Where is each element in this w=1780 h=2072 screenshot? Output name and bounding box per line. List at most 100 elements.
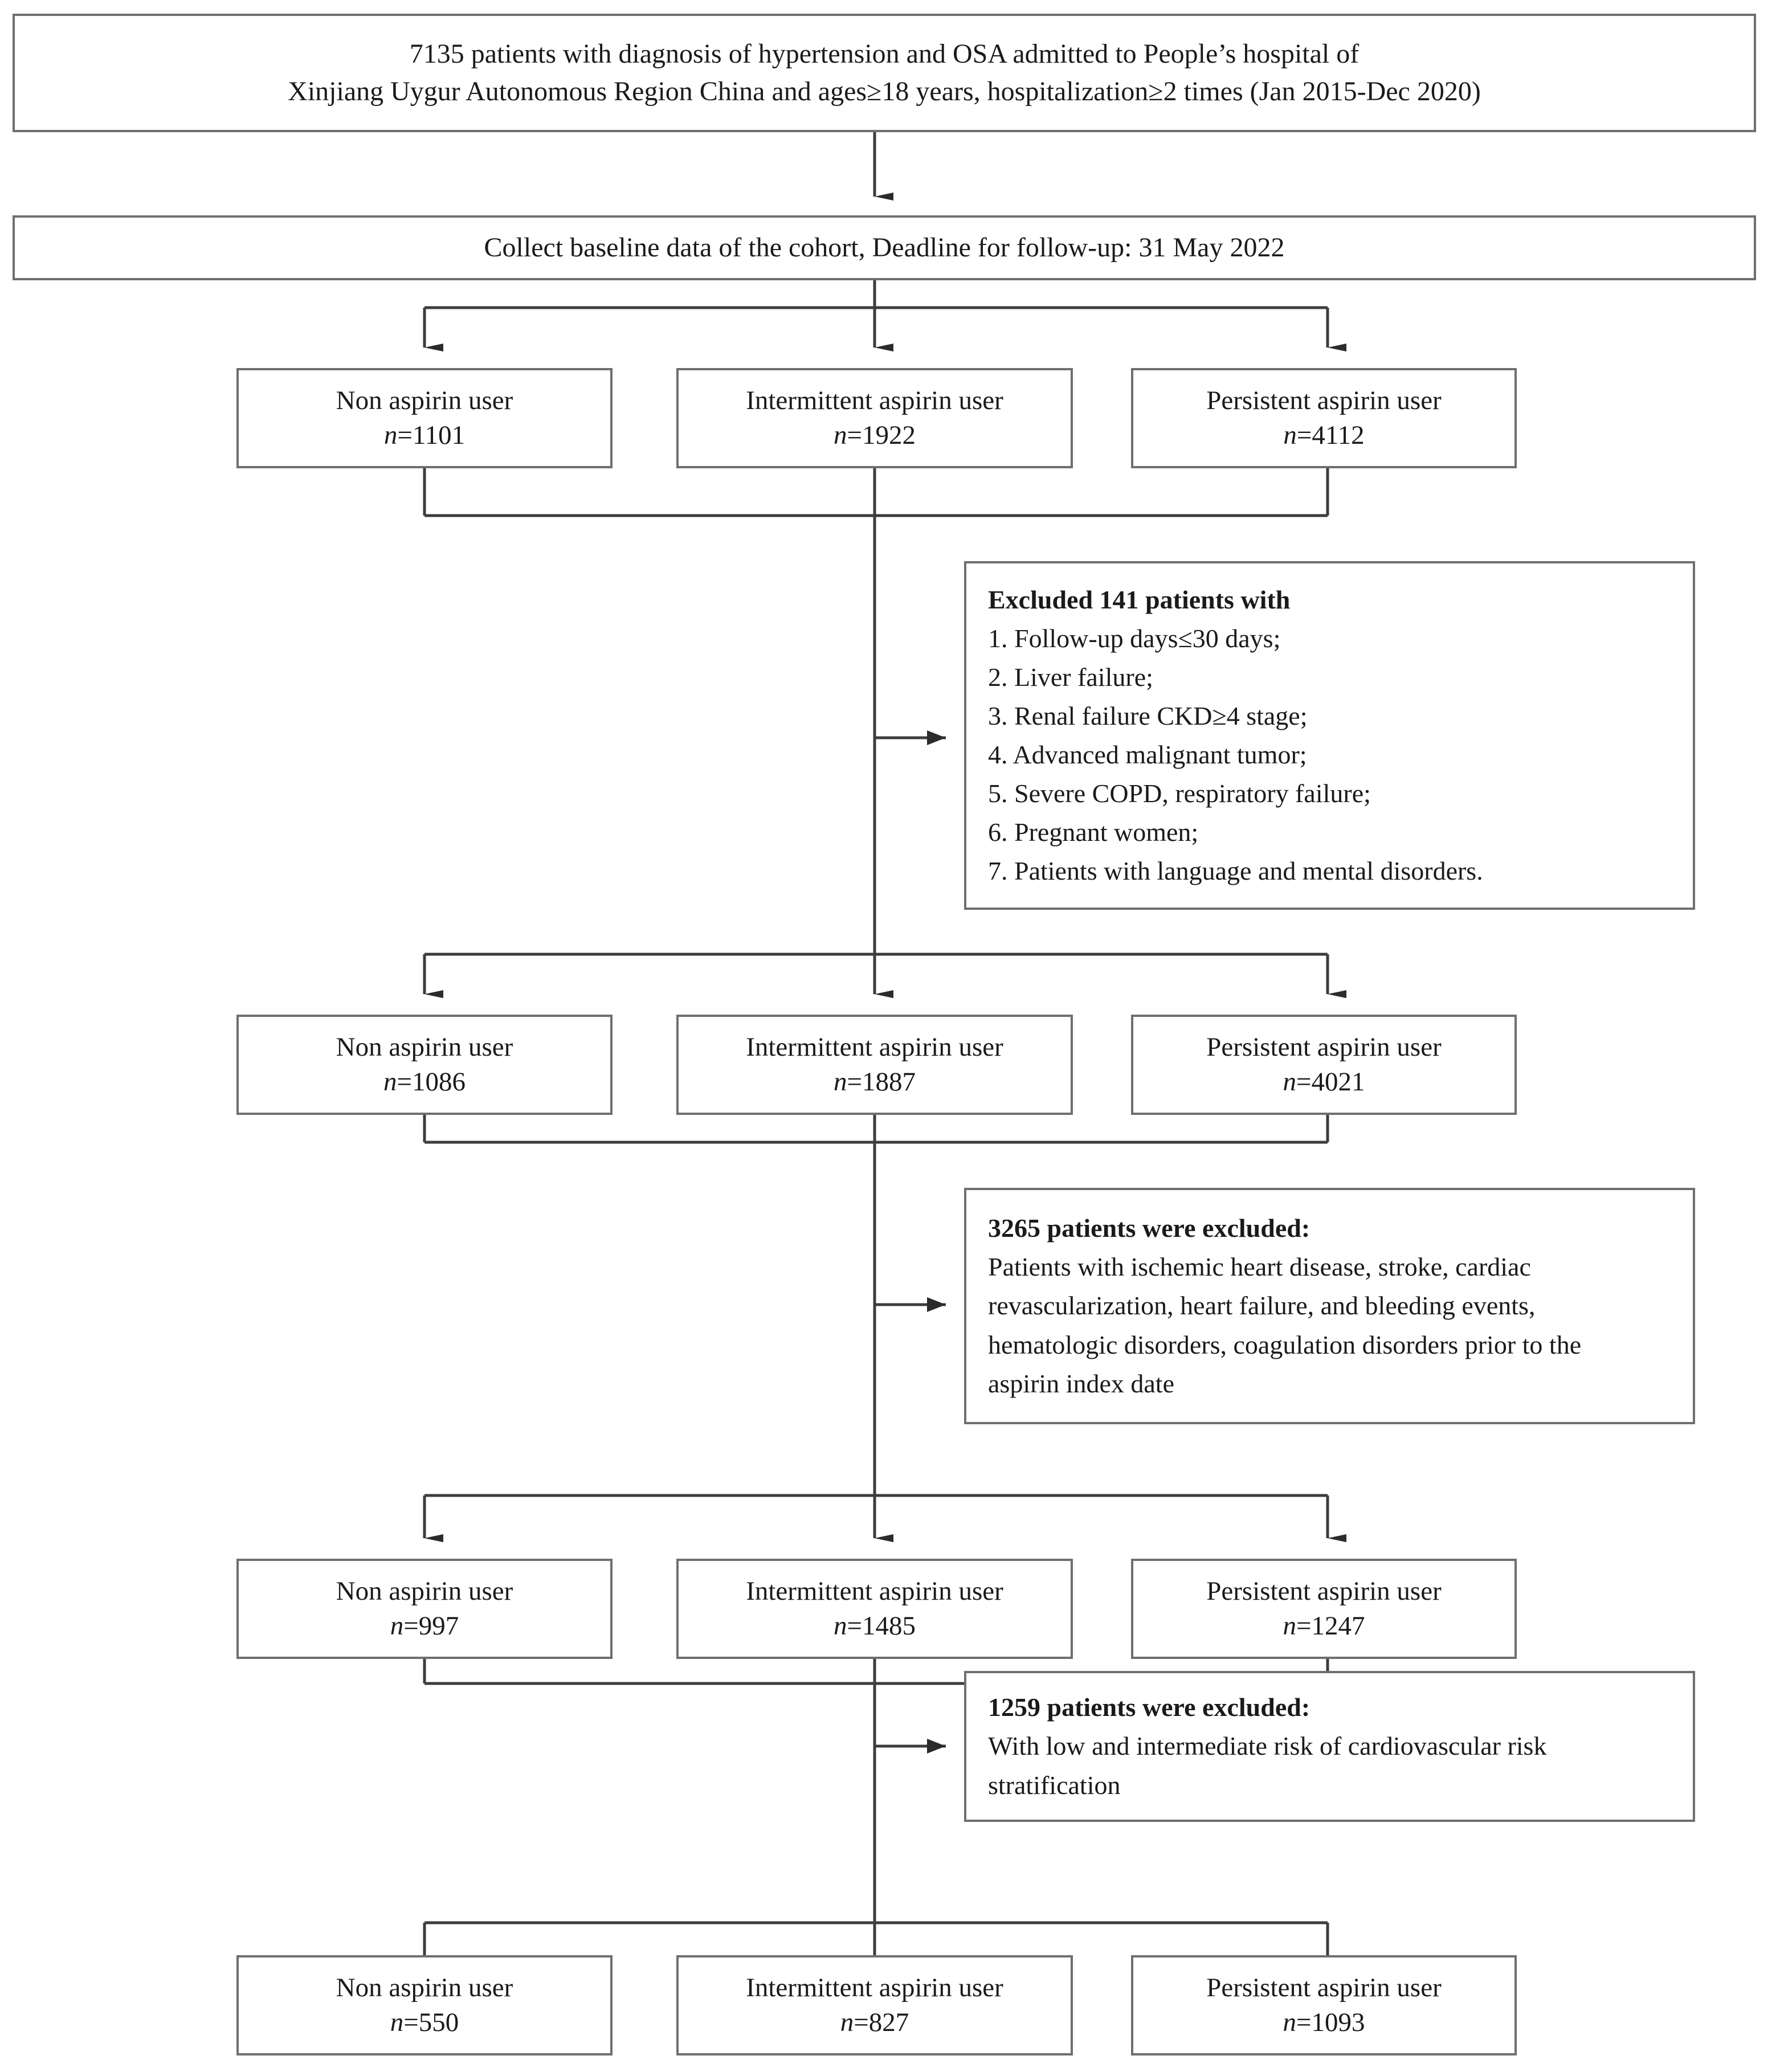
group-box-row2-intermittent-aspirin: Intermittent aspirin user n=1887 xyxy=(676,1015,1073,1115)
group-box-row3-persistent-aspirin: Persistent aspirin user n=1247 xyxy=(1131,1559,1517,1659)
n-value: =1887 xyxy=(847,1067,916,1097)
n-italic: n xyxy=(1283,420,1297,450)
group-box-row4-non-aspirin: Non aspirin user n=550 xyxy=(236,1955,613,2055)
group-count: n=997 xyxy=(390,1609,459,1644)
group-count: n=4112 xyxy=(1283,418,1364,453)
group-box-content: Non aspirin user n=550 xyxy=(239,1957,610,2053)
n-italic: n xyxy=(383,1067,397,1097)
exclusion-1-item-7: 7. Patients with language and mental dis… xyxy=(988,856,1483,886)
group-box-content: Persistent aspirin user n=4021 xyxy=(1133,1017,1514,1113)
n-italic: n xyxy=(833,1067,847,1097)
top-cohort-box: 7135 patients with diagnosis of hyperten… xyxy=(13,14,1756,132)
n-value: =1086 xyxy=(397,1067,466,1097)
group-label: Non aspirin user xyxy=(336,1032,513,1062)
n-value: =550 xyxy=(403,2008,459,2037)
top-cohort-line-2: Xinjiang Uygur Autonomous Region China a… xyxy=(288,76,1481,107)
n-italic: n xyxy=(1283,2008,1296,2037)
group-label: Non aspirin user xyxy=(336,385,513,415)
group-box-content: Persistent aspirin user n=1093 xyxy=(1133,1957,1514,2053)
n-value: =1922 xyxy=(847,420,916,450)
baseline-data-box: Collect baseline data of the cohort, Dea… xyxy=(13,215,1756,280)
group-count: n=1093 xyxy=(1283,2005,1365,2040)
group-box-content: Intermittent aspirin user n=1887 xyxy=(679,1017,1071,1113)
group-count: n=550 xyxy=(390,2005,459,2040)
exclusion-1-item-5: 5. Severe COPD, respiratory failure; xyxy=(988,779,1371,808)
group-count: n=1922 xyxy=(834,418,916,453)
n-italic: n xyxy=(1283,1067,1296,1097)
n-italic: n xyxy=(833,420,847,450)
exclusion-1-item-4: 4. Advanced malignant tumor; xyxy=(988,740,1307,769)
group-box-content: Persistent aspirin user n=4112 xyxy=(1133,370,1514,466)
exclusion-box-2: 3265 patients were excluded: Patients wi… xyxy=(964,1188,1695,1424)
n-value: =1485 xyxy=(847,1611,916,1641)
group-count: n=1485 xyxy=(834,1609,916,1644)
n-value: =1101 xyxy=(397,420,466,450)
exclusion-1-item-3: 3. Renal failure CKD≥4 stage; xyxy=(988,701,1308,730)
group-box-content: Non aspirin user n=1086 xyxy=(239,1017,610,1113)
group-label: Non aspirin user xyxy=(336,1576,513,1606)
group-label: Persistent aspirin user xyxy=(1206,1576,1442,1606)
exclusion-3-title: 1259 patients were excluded: xyxy=(988,1693,1310,1722)
group-label: Persistent aspirin user xyxy=(1206,1032,1442,1062)
group-box-content: Persistent aspirin user n=1247 xyxy=(1133,1561,1514,1657)
exclusion-2-item-4: aspirin index date xyxy=(988,1368,1175,1398)
exclusion-1-item-6: 6. Pregnant women; xyxy=(988,818,1199,847)
group-label: Intermittent aspirin user xyxy=(746,1576,1003,1606)
group-box-row1-non-aspirin: Non aspirin user n=1101 xyxy=(236,368,613,468)
group-label: Intermittent aspirin user xyxy=(746,1032,1003,1062)
group-box-row2-persistent-aspirin: Persistent aspirin user n=4021 xyxy=(1131,1015,1517,1115)
exclusion-box-2-content: 3265 patients were excluded: Patients wi… xyxy=(966,1190,1693,1422)
group-box-content: Intermittent aspirin user n=827 xyxy=(679,1957,1071,2053)
group-box-row3-non-aspirin: Non aspirin user n=997 xyxy=(236,1559,613,1659)
group-count: n=1887 xyxy=(834,1065,916,1100)
group-box-row1-intermittent-aspirin: Intermittent aspirin user n=1922 xyxy=(676,368,1073,468)
exclusion-1-item-2: 2. Liver failure; xyxy=(988,662,1153,692)
n-italic: n xyxy=(390,2008,404,2037)
exclusion-2-item-1: Patients with ischemic heart disease, st… xyxy=(988,1252,1531,1282)
group-count: n=4021 xyxy=(1283,1065,1365,1100)
n-value: =4021 xyxy=(1296,1067,1365,1097)
group-box-row1-persistent-aspirin: Persistent aspirin user n=4112 xyxy=(1131,368,1517,468)
group-count: n=1086 xyxy=(383,1065,466,1100)
group-count: n=1247 xyxy=(1283,1609,1365,1644)
group-label: Persistent aspirin user xyxy=(1206,1972,1442,2002)
exclusion-box-1-content: Excluded 141 patients with 1. Follow-up … xyxy=(966,563,1693,908)
n-value: =1247 xyxy=(1296,1611,1365,1641)
group-box-content: Non aspirin user n=1101 xyxy=(239,370,610,466)
group-box-row4-intermittent-aspirin: Intermittent aspirin user n=827 xyxy=(676,1955,1073,2055)
group-box-row2-non-aspirin: Non aspirin user n=1086 xyxy=(236,1015,613,1115)
n-value: =4112 xyxy=(1296,420,1365,450)
n-italic: n xyxy=(390,1611,404,1641)
n-italic: n xyxy=(1283,1611,1296,1641)
group-label: Persistent aspirin user xyxy=(1206,385,1442,415)
exclusion-3-item-1: With low and intermediate risk of cardio… xyxy=(988,1731,1547,1761)
baseline-data-box-content: Collect baseline data of the cohort, Dea… xyxy=(15,218,1754,278)
group-box-row4-persistent-aspirin: Persistent aspirin user n=1093 xyxy=(1131,1955,1517,2055)
group-label: Intermittent aspirin user xyxy=(746,385,1003,415)
exclusion-2-title: 3265 patients were excluded: xyxy=(988,1213,1310,1243)
group-box-content: Intermittent aspirin user n=1922 xyxy=(679,370,1071,466)
n-value: =997 xyxy=(403,1611,459,1641)
exclusion-box-3-content: 1259 patients were excluded: With low an… xyxy=(966,1673,1693,1820)
n-italic: n xyxy=(383,420,398,450)
n-value: =1093 xyxy=(1296,2008,1365,2037)
top-cohort-box-content: 7135 patients with diagnosis of hyperten… xyxy=(15,16,1754,130)
baseline-data-line-1: Collect baseline data of the cohort, Dea… xyxy=(484,232,1285,263)
exclusion-3-item-2: stratification xyxy=(988,1770,1121,1800)
n-value: =827 xyxy=(854,2008,909,2037)
exclusion-1-title: Excluded 141 patients with xyxy=(988,585,1291,614)
group-box-content: Non aspirin user n=997 xyxy=(239,1561,610,1657)
group-label: Intermittent aspirin user xyxy=(746,1972,1003,2002)
group-label: Non aspirin user xyxy=(336,1972,513,2002)
exclusion-2-item-3: hematologic disorders, coagulation disor… xyxy=(988,1330,1582,1359)
group-box-row3-intermittent-aspirin: Intermittent aspirin user n=1485 xyxy=(676,1559,1073,1659)
n-italic: n xyxy=(833,1611,847,1641)
exclusion-box-3: 1259 patients were excluded: With low an… xyxy=(964,1671,1695,1822)
group-count: n=827 xyxy=(840,2005,909,2040)
exclusion-box-1: Excluded 141 patients with 1. Follow-up … xyxy=(964,561,1695,910)
group-count: n=1101 xyxy=(384,418,465,453)
n-italic: n xyxy=(840,2008,854,2037)
group-box-content: Intermittent aspirin user n=1485 xyxy=(679,1561,1071,1657)
exclusion-2-item-2: revascularization, heart failure, and bl… xyxy=(988,1291,1536,1321)
